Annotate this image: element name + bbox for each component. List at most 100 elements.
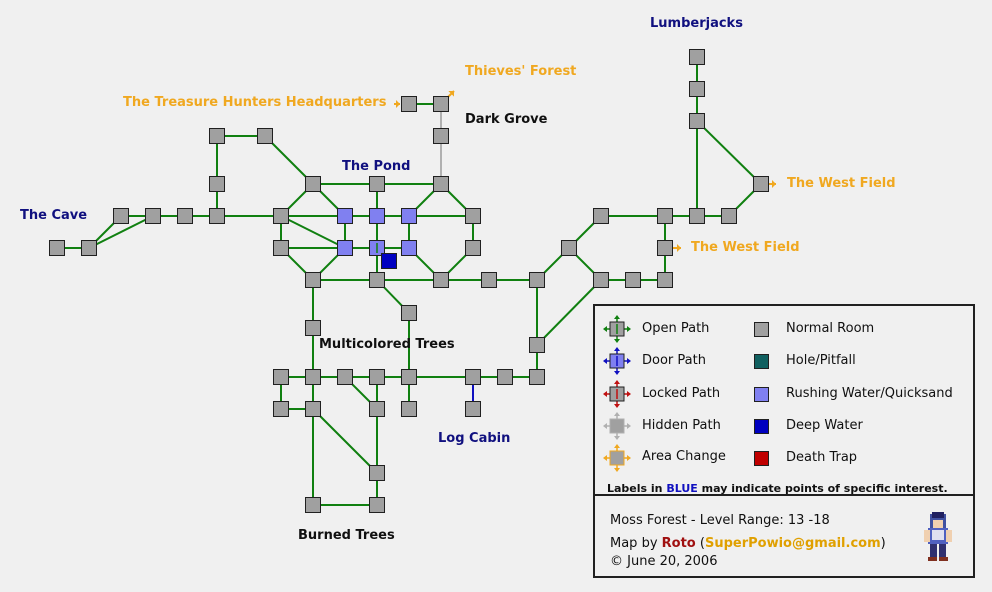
- map-room: [593, 208, 609, 224]
- map-room: [369, 272, 385, 288]
- map-room: [433, 272, 449, 288]
- map-room: [465, 401, 481, 417]
- legend-locked-path: Locked Path: [642, 386, 721, 401]
- map-room: [257, 128, 273, 144]
- paren-close: ): [880, 536, 886, 551]
- author-avatar-icon: [924, 512, 952, 561]
- door-path-icon: [603, 347, 631, 375]
- legend-open-path: Open Path: [642, 321, 710, 336]
- legend-note: Labels in BLUE may indicate points of sp…: [607, 482, 948, 495]
- map-credit: Map by Roto (SuperPowio@gmail.com): [610, 536, 886, 551]
- author-name: Roto: [661, 536, 696, 551]
- map-room: [273, 208, 289, 224]
- area-change-arrow-hq-head: [396, 100, 400, 108]
- map-room: [113, 208, 129, 224]
- legend-note-suffix: may indicate points of specific interest…: [701, 482, 948, 495]
- area-change-arrow-westfield-2-head: [677, 244, 681, 252]
- label-west-field-1: The West Field: [787, 176, 896, 191]
- open-path: [536, 279, 602, 346]
- map-room: [497, 369, 513, 385]
- hole-pitfall-swatch: [754, 354, 769, 369]
- rushing-water-swatch: [754, 387, 769, 402]
- legend-deep-water: Deep Water: [786, 418, 863, 433]
- area-change-arrow-westfield-1-head: [772, 180, 776, 188]
- rushing-water-room: [401, 208, 417, 224]
- map-room: [209, 128, 225, 144]
- map-room: [433, 176, 449, 192]
- map-room: [273, 240, 289, 256]
- open-path: [280, 215, 346, 249]
- map-room: [401, 369, 417, 385]
- map-room: [337, 369, 353, 385]
- label-thieves-forest: Thieves' Forest: [465, 64, 577, 79]
- open-path: [88, 215, 154, 249]
- deep-water-swatch: [754, 419, 769, 434]
- map-room: [369, 176, 385, 192]
- map-room: [689, 49, 705, 65]
- map-room: [529, 337, 545, 353]
- map-room: [657, 272, 673, 288]
- map-room: [177, 208, 193, 224]
- map-room: [49, 240, 65, 256]
- map-room: [209, 208, 225, 224]
- legend-death-trap: Death Trap: [786, 450, 858, 465]
- legend-rushing-water: Rushing Water/Quicksand: [786, 386, 953, 401]
- death-trap-swatch: [754, 451, 769, 466]
- area-change-icon: [603, 444, 631, 472]
- rushing-water-room: [401, 240, 417, 256]
- map-title: Moss Forest - Level Range: 13 -18: [610, 513, 830, 528]
- map-room: [305, 369, 321, 385]
- open-path: [312, 408, 378, 474]
- map-room: [433, 128, 449, 144]
- map-room: [529, 369, 545, 385]
- map-room: [529, 272, 545, 288]
- paren-open: (: [699, 536, 705, 551]
- map-room: [305, 497, 321, 513]
- map-room: [753, 176, 769, 192]
- map-room: [657, 208, 673, 224]
- map-room: [273, 369, 289, 385]
- map-room: [433, 96, 449, 112]
- deep-water-room: [381, 253, 397, 269]
- author-email: SuperPowio@gmail.com: [704, 536, 881, 551]
- open-path-icon: [603, 315, 631, 343]
- map-room: [81, 240, 97, 256]
- map-room: [209, 176, 225, 192]
- map-room: [465, 208, 481, 224]
- map-room: [689, 81, 705, 97]
- map-by-text: Map by: [610, 536, 658, 551]
- map-room: [657, 240, 673, 256]
- legend-hole-pitfall: Hole/Pitfall: [786, 353, 856, 368]
- open-path: [696, 120, 762, 185]
- map-room: [401, 305, 417, 321]
- label-log-cabin: Log Cabin: [438, 431, 511, 446]
- map-room: [273, 401, 289, 417]
- map-room: [401, 96, 417, 112]
- rushing-water-room: [337, 208, 353, 224]
- map-room: [369, 401, 385, 417]
- area-change-arrow-thieves-head: [448, 91, 454, 97]
- map-room: [465, 240, 481, 256]
- normal-room-swatch: [754, 322, 769, 337]
- label-treasure-hunters-hq: The Treasure Hunters Headquarters: [123, 95, 387, 110]
- label-the-cave: The Cave: [20, 208, 88, 223]
- map-room: [369, 465, 385, 481]
- map-room: [401, 401, 417, 417]
- label-the-pond: The Pond: [342, 159, 411, 174]
- legend-note-prefix: Labels in: [607, 482, 663, 495]
- map-room: [305, 401, 321, 417]
- map-room: [689, 113, 705, 129]
- legend-normal-room: Normal Room: [786, 321, 875, 336]
- map-room: [465, 369, 481, 385]
- label-dark-grove: Dark Grove: [465, 112, 548, 127]
- map-room: [593, 272, 609, 288]
- map-room: [481, 272, 497, 288]
- legend-hidden-path: Hidden Path: [642, 418, 721, 433]
- rushing-water-room: [369, 208, 385, 224]
- map-room: [689, 208, 705, 224]
- map-room: [145, 208, 161, 224]
- legend-panel: Open Path Door Path Locked Path Hidden P…: [593, 304, 975, 496]
- map-room: [721, 208, 737, 224]
- label-burned-trees: Burned Trees: [298, 528, 395, 543]
